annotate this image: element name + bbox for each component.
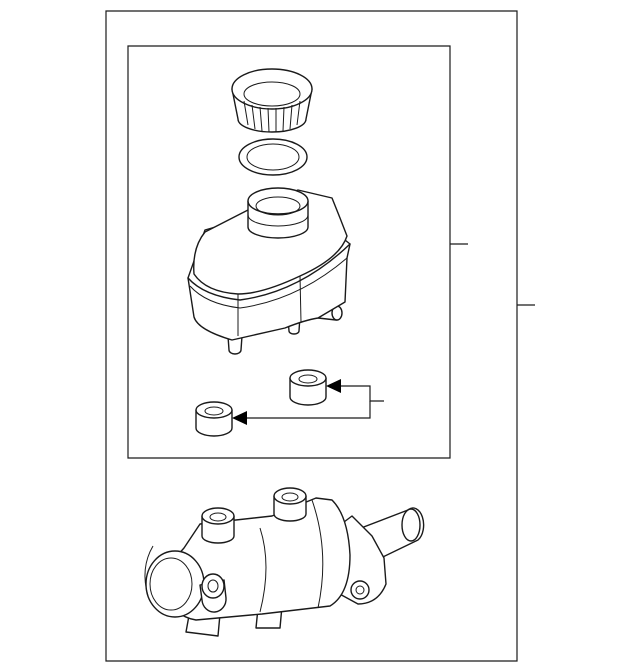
reservoir-cap: [232, 69, 312, 132]
reservoir-grommet: [290, 370, 326, 405]
master-cylinder-body: [145, 488, 424, 636]
grommet-callout: [232, 379, 384, 425]
fluid-reservoir: [188, 188, 350, 354]
grommet-arrow-upper: [326, 379, 341, 393]
outer-assembly-frame: [106, 11, 517, 661]
reservoir-grommet: [196, 402, 232, 436]
grommet-arrow-lower: [232, 411, 247, 425]
reservoir-assembly-frame: [128, 46, 450, 458]
cap-gasket: [239, 139, 307, 175]
